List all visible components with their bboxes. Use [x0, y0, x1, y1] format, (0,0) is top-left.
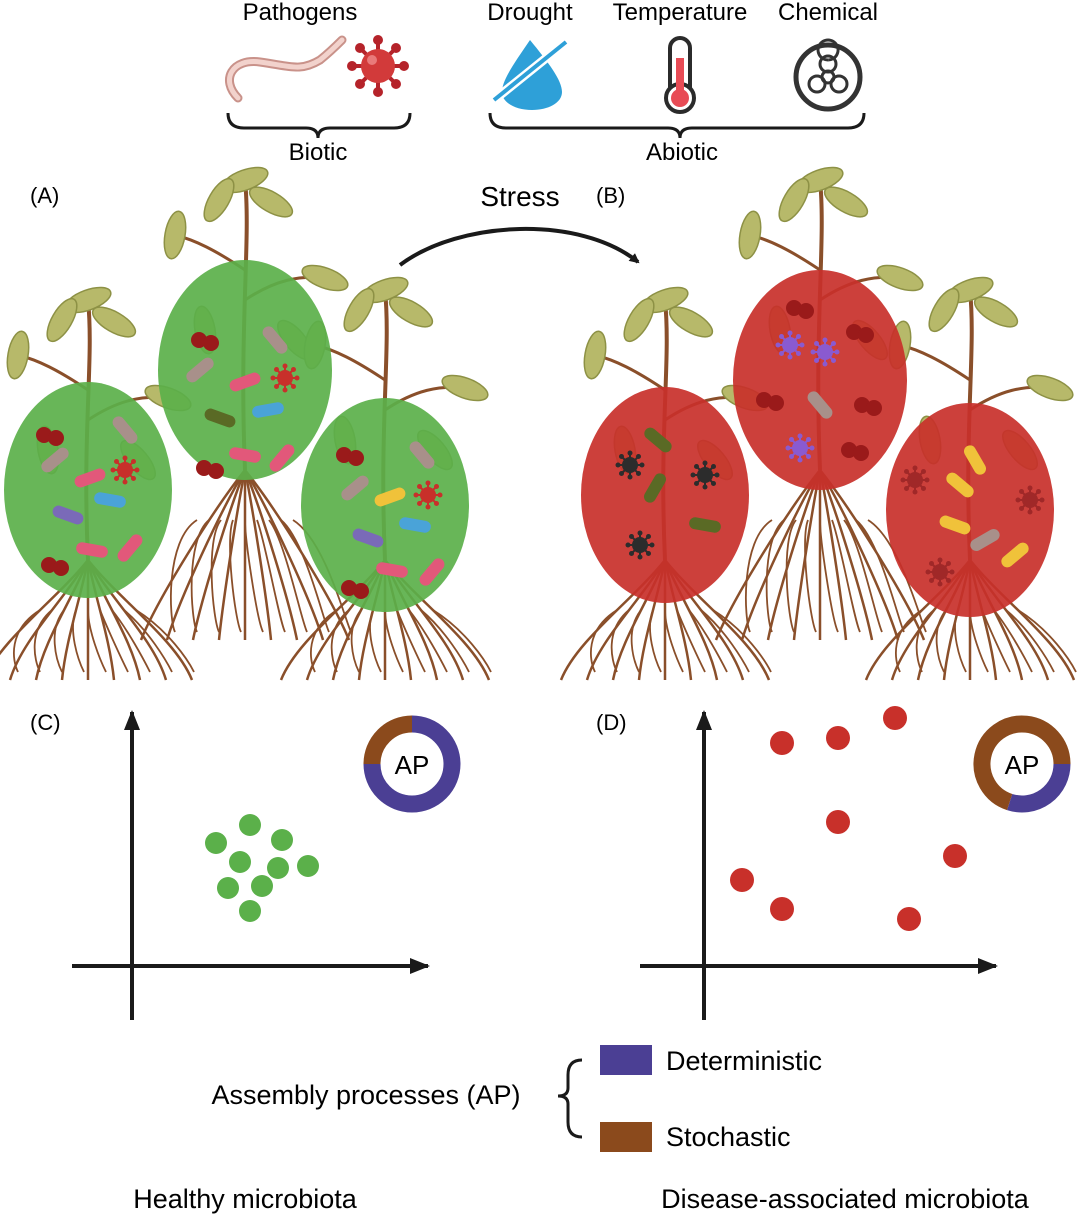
temperature-label: Temperature: [613, 0, 748, 26]
deterministic-label: Deterministic: [666, 1046, 822, 1076]
stochastic-swatch: [600, 1122, 652, 1152]
stochastic-arc: [363, 715, 413, 765]
stochastic-label: Stochastic: [666, 1122, 791, 1152]
plot-c-point: [205, 832, 227, 854]
plants: [0, 166, 1077, 681]
plot-d-point: [826, 726, 850, 750]
panel-a-label: (A): [30, 183, 59, 208]
legend-brace: [557, 1058, 583, 1139]
plot-c-point: [271, 829, 293, 851]
plot-d-points: [730, 706, 967, 931]
panel-b-label: (B): [596, 183, 625, 208]
rhizosphere-a-left: [4, 382, 172, 598]
ap-donut-c: [363, 715, 461, 813]
plot-c-point: [217, 877, 239, 899]
rhizosphere-a-right: [301, 398, 469, 612]
deterministic-arc: [363, 715, 461, 813]
plot-c-point: [239, 814, 261, 836]
plot-c-points: [205, 814, 319, 922]
rhizospheres: [4, 260, 1054, 617]
ap-donut-d: [973, 715, 1071, 813]
chemical-label: Chemical: [778, 0, 878, 26]
plot-c-point: [239, 900, 261, 922]
plot-c-point: [229, 851, 251, 873]
abiotic-label: Abiotic: [646, 139, 718, 166]
healthy-caption: Healthy microbiota: [133, 1184, 358, 1214]
rhizosphere-a-center: [158, 260, 332, 480]
stochastic-arc: [973, 715, 1071, 811]
plot-d-axes: [640, 710, 998, 1020]
plot-d-point: [826, 810, 850, 834]
deterministic-swatch: [600, 1045, 652, 1075]
biohazard-icon: [793, 38, 863, 112]
legend-title: Assembly processes (AP): [211, 1080, 520, 1110]
plot-d-point: [943, 844, 967, 868]
ap-donut-d-label: AP: [1005, 750, 1040, 780]
virus-icon: [347, 35, 409, 97]
panel-d-label: (D): [596, 710, 627, 735]
plot-c-point: [267, 857, 289, 879]
biotic-label: Biotic: [289, 139, 348, 166]
deterministic-arc: [1007, 763, 1071, 813]
disease-caption: Disease-associated microbiota: [661, 1184, 1030, 1214]
ap-donut-c-label: AP: [395, 750, 430, 780]
nematode-icon: [225, 35, 347, 103]
plot-c-point: [251, 875, 273, 897]
plot-c-point: [297, 855, 319, 877]
rhizosphere-b-right: [886, 403, 1054, 617]
pathogens-label: Pathogens: [243, 0, 358, 26]
rhizosphere-b-center: [733, 270, 907, 490]
abiotic-brace: [488, 112, 866, 139]
plot-d-point: [770, 897, 794, 921]
plot-c-axes: [72, 710, 430, 1020]
stress-label: Stress: [480, 181, 559, 212]
stress-arrow: [398, 226, 640, 267]
rhizosphere-b-left: [581, 387, 749, 603]
plot-d-point: [897, 907, 921, 931]
panel-c-label: (C): [30, 710, 61, 735]
plot-d-point: [730, 868, 754, 892]
drought-label: Drought: [487, 0, 573, 26]
thermometer-icon: [664, 36, 696, 114]
plot-d-point: [883, 706, 907, 730]
biotic-brace: [226, 112, 412, 139]
plot-d-point: [770, 731, 794, 755]
water-drop-icon: [491, 38, 569, 110]
